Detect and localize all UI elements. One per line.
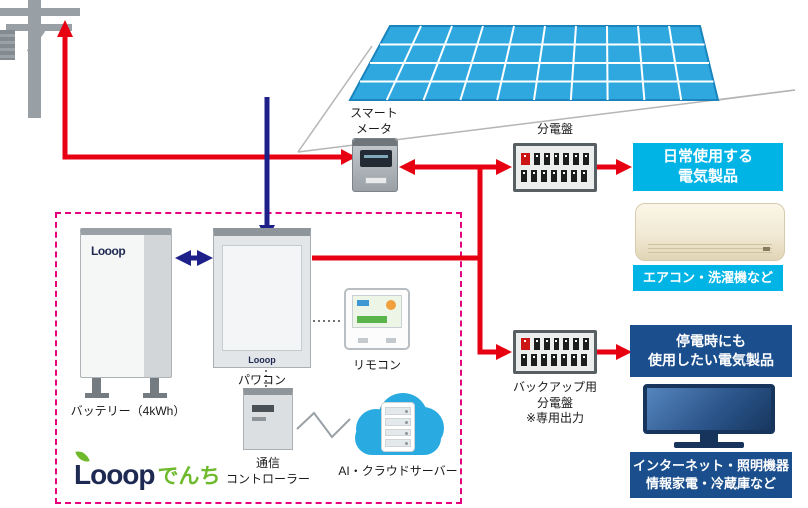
breaker-row (521, 153, 589, 165)
backup-distribution-board (513, 330, 597, 374)
communication-controller (243, 388, 293, 450)
battery-leg (92, 378, 101, 395)
power-conditioner-panel (222, 245, 302, 351)
power-conditioner-logo: Looop (248, 355, 276, 365)
distribution-board-label: 分電盤 (536, 122, 573, 136)
comm-controller-slot (252, 405, 274, 412)
comm-label-line2: コントローラー (225, 471, 310, 486)
smart-meter-label-line2: メータ (355, 121, 392, 136)
aircon-indicator (763, 247, 770, 251)
communication-controller-label: 通信 コントローラー (222, 456, 314, 487)
brand-product-name: でんち (157, 465, 221, 488)
ac-power-arrowheads (57, 20, 632, 360)
wireless-zigzag (296, 411, 351, 439)
main-breaker-icon (521, 338, 530, 351)
backup-label-line1: バックアップ用 (512, 380, 597, 394)
main-breaker-icon (521, 153, 530, 165)
remote-controller (344, 288, 410, 350)
smart-meter-label: スマート メータ (338, 106, 410, 137)
battery-foot (85, 393, 109, 398)
battery-label: バッテリー（4kWh） (70, 404, 186, 418)
remote-button (386, 338, 396, 343)
remote-screen (352, 295, 402, 328)
air-conditioner-illustration (635, 203, 785, 261)
remote-screen-bar (357, 316, 387, 323)
tv-illustration (643, 384, 775, 434)
comm-label-line1: 通信 (255, 456, 280, 470)
backup-devices-line2: 情報家電・冷蔵庫など (645, 476, 776, 491)
comm-controller-vent (252, 417, 266, 421)
battery-leg (150, 378, 159, 395)
backup-devices-line1: インターネット・照明機器 (632, 458, 789, 474)
daily-use-line1: 日常使用する (662, 147, 753, 165)
smart-meter-label-line1: スマート (350, 106, 398, 120)
breaker-row (521, 170, 589, 182)
battery-unit: Looop (80, 228, 172, 378)
tv-stand-base (674, 442, 744, 448)
remote-screen-sun-icon (386, 300, 396, 310)
breaker-row (521, 338, 589, 351)
brand-name: Looop (74, 459, 156, 490)
smart-meter-cap (353, 139, 397, 146)
remote-screen-graphic (357, 300, 369, 306)
remote-button (358, 338, 368, 343)
backup-distribution-board-label: バックアップ用 分電盤 ※専用出力 (505, 380, 605, 427)
aircon-vents (648, 241, 772, 253)
ai-cloud-server (352, 391, 444, 461)
server-rack-icon (381, 402, 415, 452)
tv-stand-neck (700, 434, 718, 442)
power-conditioner: Looop (213, 228, 311, 368)
smart-meter-display (360, 150, 392, 167)
breaker-row (521, 353, 589, 366)
outage-line1: 停電時にも (676, 333, 746, 350)
brand-looop-text: Looop (74, 448, 156, 491)
outage-appliances-box: 停電時にも 使用したい電気製品 (630, 325, 792, 377)
utility-pole-crossarm-top (0, 8, 80, 16)
backup-label-line2: 分電盤 (536, 395, 573, 410)
solar-panel (348, 25, 720, 101)
looop-denchi-logo: Looop でんち (74, 448, 221, 494)
distribution-board (513, 143, 597, 192)
power-conditioner-label: パワコン (237, 373, 286, 387)
smart-meter (352, 138, 398, 192)
backup-label-line3: ※専用出力 (525, 411, 585, 426)
pole-transformer-box (0, 30, 15, 60)
ai-cloud-server-label: AI・クラウドサーバー (338, 464, 458, 478)
backup-devices-box: インターネット・照明機器 情報家電・冷蔵庫など (630, 452, 792, 498)
looop-denchi-product-frame (55, 212, 462, 504)
outage-line2: 使用したい電気製品 (648, 352, 774, 368)
daily-use-line2: 電気製品 (677, 168, 738, 185)
battery-brand-logo: Looop (91, 244, 126, 258)
utility-pole-crossarm-bottom (6, 24, 72, 31)
remote-controller-label: リモコン (352, 358, 401, 372)
battery-foot (143, 393, 167, 398)
smart-meter-plate (365, 177, 387, 184)
aircon-note-box: エアコン・洗濯機など (633, 265, 783, 291)
daily-use-appliances-box: 日常使用する 電気製品 (633, 143, 783, 191)
